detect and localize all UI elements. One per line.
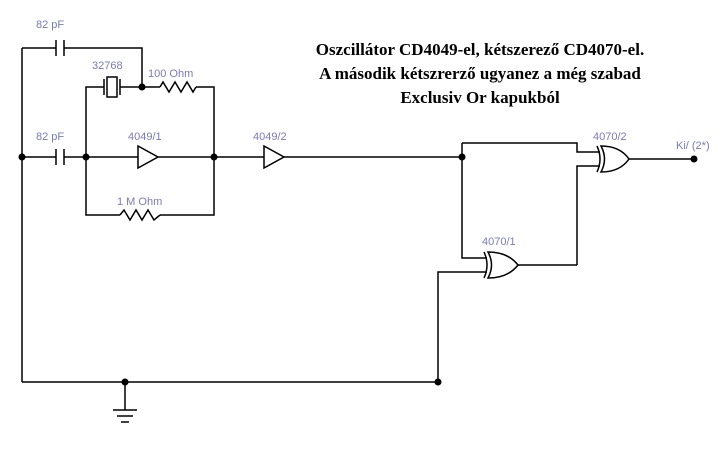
inverter-4049-1 (137, 144, 160, 170)
label-res-1m: 1 M Ohm (117, 196, 162, 208)
label-xor1: 4070/1 (482, 236, 516, 248)
junctions (18, 83, 698, 386)
wire-feedback-loop (85, 157, 215, 216)
label-inv1: 4049/1 (128, 131, 162, 143)
junction-ground-tap (121, 378, 129, 386)
label-crystal: 32768 (92, 60, 123, 72)
label-cap-mid: 82 pF (36, 131, 64, 143)
wire-top-cap (22, 47, 143, 87)
label-xor2: 4070/2 (593, 131, 627, 143)
wires (21, 47, 694, 410)
label-cap-top: 82 pF (36, 19, 64, 31)
junction-loop-left (82, 153, 90, 161)
crystal-symbol (103, 76, 121, 98)
diagram-title-line-3: Exclusiv Or kapukból (400, 88, 560, 107)
wire-xor2-in-a (462, 142, 600, 153)
label-output: Ki/ (2*) (676, 140, 710, 152)
label-res-100: 100 Ohm (148, 68, 193, 80)
diagram-title-line-1: Oszcillátor CD4049-el, kétszerező CD4070… (315, 40, 645, 59)
junction-output (690, 155, 698, 163)
junction-xor-node (458, 153, 466, 161)
wire-node-vertical (461, 143, 487, 259)
wire-xor2-in-b (576, 165, 600, 265)
wire-crystal-loop (85, 86, 215, 157)
junction-loop-right (210, 153, 218, 161)
label-inv2: 4049/2 (253, 131, 287, 143)
junction-crystal (138, 83, 146, 91)
xor-gate-4070-1 (483, 251, 519, 279)
junction-ground-right (434, 378, 442, 386)
inverter-4049-2 (263, 144, 286, 170)
xor-gate-4070-2 (596, 145, 630, 173)
resistor-100-ohm (159, 80, 197, 94)
ground-icon (113, 409, 137, 423)
wire-xor1-in-b (437, 271, 487, 382)
junction-left-main (18, 153, 26, 161)
resistor-1m-ohm (119, 208, 161, 222)
capacitor-top (52, 40, 68, 56)
diagram-title-line-2: A második kétszrerző ugyanez a még szaba… (319, 64, 641, 83)
capacitor-mid (52, 149, 68, 165)
